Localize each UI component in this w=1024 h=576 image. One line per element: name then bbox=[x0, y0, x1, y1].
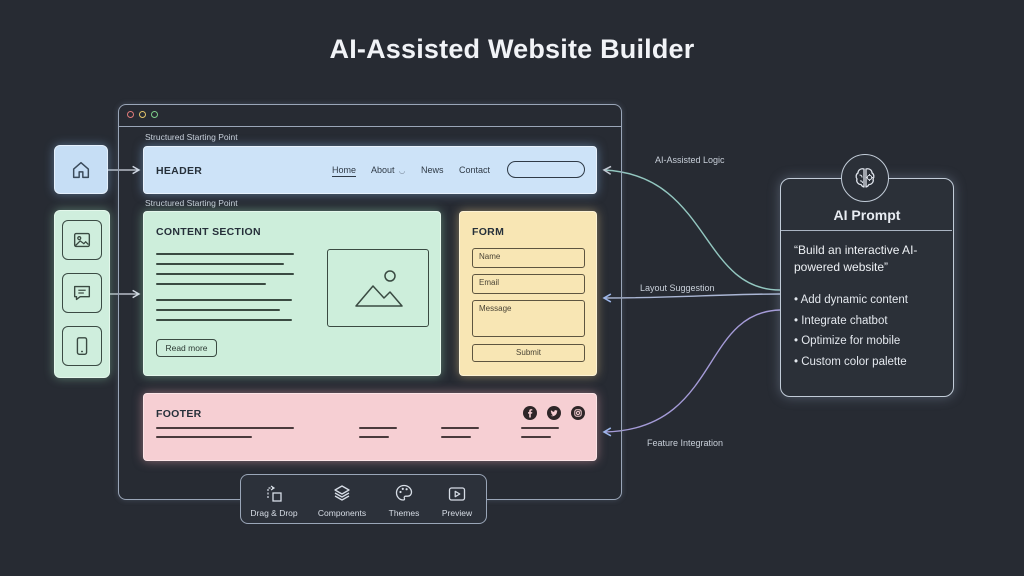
layout-suggestion-label: Layout Suggestion bbox=[640, 283, 715, 293]
footer-line bbox=[441, 427, 479, 429]
header-title: HEADER bbox=[156, 165, 203, 177]
ai-prompt-list: Add dynamic content Integrate chatbot Op… bbox=[794, 290, 949, 372]
text-line bbox=[156, 283, 266, 285]
page-title: AI-Assisted Website Builder bbox=[329, 34, 695, 64]
form-section: FORM Name Email Message Submit bbox=[459, 211, 597, 376]
bottom-toolbar: Drag & Drop Components Themes Preview bbox=[240, 474, 487, 524]
ai-logic-label: AI-Assisted Logic bbox=[655, 155, 725, 165]
footer-line bbox=[441, 436, 471, 438]
footer-line bbox=[156, 436, 252, 438]
themes-label: Themes bbox=[388, 508, 420, 518]
caption-structured-content: Structured Starting Point bbox=[145, 198, 238, 208]
browser-title-bar bbox=[118, 126, 622, 127]
ai-prompt-title: AI Prompt bbox=[833, 207, 901, 223]
message-field[interactable]: Message bbox=[472, 300, 585, 337]
text-line bbox=[156, 299, 292, 301]
content-image-placeholder bbox=[327, 249, 429, 327]
brain-badge bbox=[841, 154, 889, 202]
list-item: Custom color palette bbox=[794, 352, 949, 373]
header-search-pill[interactable] bbox=[507, 161, 585, 178]
window-minimize-dot[interactable] bbox=[139, 111, 146, 118]
palette-icon bbox=[395, 484, 413, 501]
facebook-icon[interactable] bbox=[523, 406, 537, 420]
themes-tool[interactable]: Themes bbox=[373, 475, 435, 523]
mobile-icon bbox=[76, 337, 88, 355]
content-title: CONTENT SECTION bbox=[156, 226, 261, 238]
play-icon bbox=[448, 487, 466, 501]
text-line bbox=[156, 253, 294, 255]
footer-line bbox=[156, 427, 294, 429]
preview-tool[interactable]: Preview bbox=[426, 475, 488, 523]
footer-line bbox=[521, 436, 551, 438]
mobile-button[interactable] bbox=[62, 326, 102, 366]
brain-icon bbox=[855, 168, 875, 188]
drag-drop-label: Drag & Drop bbox=[250, 508, 298, 518]
about-dropdown-icon: ◡ bbox=[399, 168, 406, 175]
components-label: Components bbox=[317, 508, 367, 518]
instagram-icon[interactable] bbox=[571, 406, 585, 420]
image-button[interactable] bbox=[62, 220, 102, 260]
footer-line bbox=[521, 427, 559, 429]
home-icon bbox=[72, 161, 90, 178]
window-maximize-dot[interactable] bbox=[151, 111, 158, 118]
text-line bbox=[156, 273, 294, 275]
drag-drop-icon bbox=[267, 485, 282, 502]
name-field[interactable]: Name bbox=[472, 248, 585, 268]
ai-prompt-divider bbox=[781, 230, 952, 231]
footer-title: FOOTER bbox=[156, 408, 202, 420]
email-field[interactable]: Email bbox=[472, 274, 585, 294]
footer-line bbox=[359, 427, 397, 429]
image-icon bbox=[73, 232, 91, 248]
mountain-image-icon bbox=[355, 270, 403, 307]
form-title: FORM bbox=[472, 226, 505, 238]
drag-drop-tool[interactable]: Drag & Drop bbox=[243, 475, 305, 523]
footer-section[interactable]: FOOTER bbox=[143, 393, 597, 461]
content-section[interactable]: CONTENT SECTION Read more bbox=[143, 211, 441, 376]
chat-icon bbox=[73, 285, 91, 301]
logic-connector bbox=[602, 165, 781, 291]
nav-about[interactable]: About bbox=[371, 165, 395, 175]
nav-news[interactable]: News bbox=[421, 165, 444, 175]
header-section[interactable]: HEADER Home About ◡ News Contact bbox=[143, 146, 597, 194]
text-line bbox=[156, 263, 284, 265]
window-close-dot[interactable] bbox=[127, 111, 134, 118]
text-line bbox=[156, 309, 280, 311]
footer-line bbox=[359, 436, 389, 438]
feature-integration-label: Feature Integration bbox=[647, 438, 724, 448]
list-item: Integrate chatbot bbox=[794, 311, 949, 332]
chat-button[interactable] bbox=[62, 273, 102, 313]
nav-home[interactable]: Home bbox=[332, 165, 357, 177]
side-panel bbox=[54, 210, 110, 378]
feature-connector bbox=[602, 309, 781, 437]
ai-prompt-quote: “Build an interactive AI-powered website… bbox=[794, 243, 918, 274]
read-more-button[interactable]: Read more bbox=[156, 339, 217, 357]
components-tool[interactable]: Components bbox=[311, 475, 373, 523]
submit-button[interactable]: Submit bbox=[472, 344, 585, 362]
list-item: Optimize for mobile bbox=[794, 331, 949, 352]
list-item: Add dynamic content bbox=[794, 290, 949, 311]
preview-label: Preview bbox=[441, 508, 473, 518]
caption-structured-top: Structured Starting Point bbox=[145, 132, 238, 142]
text-line bbox=[156, 319, 292, 321]
nav-contact[interactable]: Contact bbox=[459, 165, 491, 175]
twitter-icon[interactable] bbox=[547, 406, 561, 420]
layers-icon bbox=[334, 485, 350, 501]
layout-connector bbox=[602, 293, 781, 303]
home-tile[interactable] bbox=[54, 145, 108, 194]
